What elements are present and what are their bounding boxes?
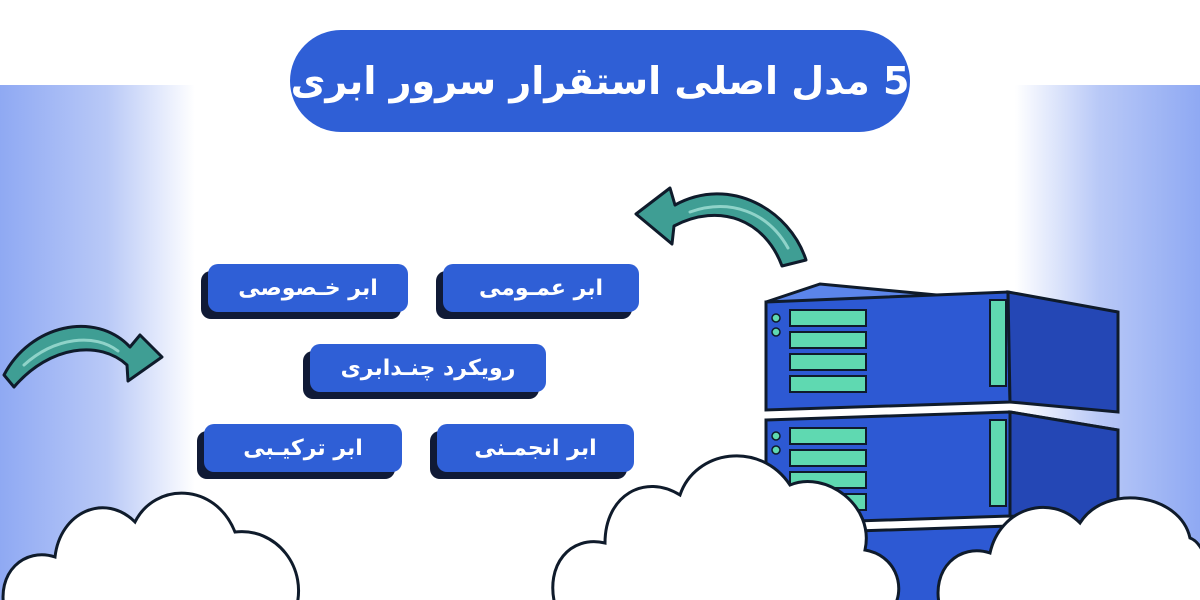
public-cloud-button[interactable]: ابر عمـومی xyxy=(443,264,639,312)
center-cloud-icon xyxy=(551,454,901,600)
multi-cloud-button[interactable]: رویکرد چنـدابری xyxy=(310,344,546,392)
private-cloud-button[interactable]: ابر خـصوصی xyxy=(208,264,408,312)
community-cloud-button[interactable]: ابر انجمـنی xyxy=(437,424,634,472)
right-cloud-icon xyxy=(936,496,1200,600)
page-title: 5 مدل اصلی استقرار سرور ابری xyxy=(290,30,910,132)
left-curved-arrow-icon xyxy=(2,324,164,389)
top-curved-arrow-icon xyxy=(634,186,808,268)
left-cloud-icon xyxy=(1,491,301,600)
hybrid-cloud-button[interactable]: ابر ترکیـبی xyxy=(204,424,402,472)
